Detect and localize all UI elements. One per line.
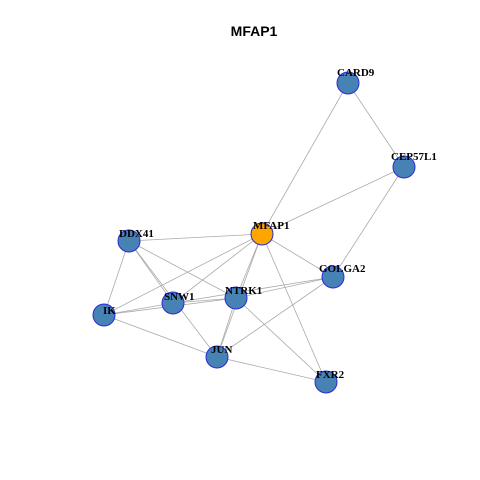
edge-ddx41-ntrk1 [128, 240, 237, 299]
node-ddx41[interactable] [117, 229, 141, 253]
edge-ik-snw1 [103, 302, 174, 316]
node-label-snw1: SNW1 [164, 291, 195, 303]
node-golga2[interactable] [321, 265, 345, 289]
node-cep57l1[interactable] [392, 155, 416, 179]
node-jun[interactable] [205, 345, 229, 369]
edge-ntrk1-golga2 [235, 276, 334, 299]
graph-title: MFAP1 [231, 23, 278, 39]
edge-mfap1-ddx41 [128, 233, 263, 242]
node-label-ik: IK [103, 305, 116, 317]
edge-layer [103, 82, 405, 383]
edge-mfap1-golga2 [261, 233, 334, 278]
node-label-mfap1: MFAP1 [253, 220, 289, 232]
node-label-jun: JUN [211, 344, 232, 356]
node-label-ntrk1: NTRK1 [225, 285, 262, 297]
edge-jun-fxr2 [216, 356, 327, 383]
edge-cep57l1-golga2 [332, 166, 405, 278]
edge-mfap1-ntrk1 [235, 233, 263, 299]
edge-ddx41-ik [103, 240, 130, 316]
edge-mfap1-ik [103, 233, 263, 316]
edge-ntrk1-fxr2 [235, 297, 327, 383]
node-label-card9: CARD9 [337, 67, 375, 79]
node-label-ddx41: DDX41 [119, 228, 154, 240]
edge-mfap1-fxr2 [261, 233, 327, 383]
node-label-cep57l1: CEP57L1 [391, 151, 437, 163]
edge-card9-cep57l1 [347, 82, 405, 168]
edge-snw1-golga2 [172, 276, 334, 304]
node-layer [92, 71, 416, 394]
edge-mfap1-card9 [261, 82, 349, 235]
node-ntrk1[interactable] [224, 286, 248, 310]
node-label-fxr2: FXR2 [316, 369, 345, 381]
node-mfap1[interactable] [250, 222, 274, 246]
node-ik[interactable] [92, 303, 116, 327]
edge-mfap1-cep57l1 [261, 166, 405, 235]
node-card9[interactable] [336, 71, 360, 95]
edge-ddx41-snw1 [128, 240, 174, 304]
edge-ik-jun [103, 314, 218, 358]
edge-jun-golga2 [216, 276, 334, 358]
node-fxr2[interactable] [314, 370, 338, 394]
node-snw1[interactable] [161, 291, 185, 315]
node-label-golga2: GOLGA2 [319, 263, 366, 275]
edge-mfap1-snw1 [172, 233, 263, 304]
